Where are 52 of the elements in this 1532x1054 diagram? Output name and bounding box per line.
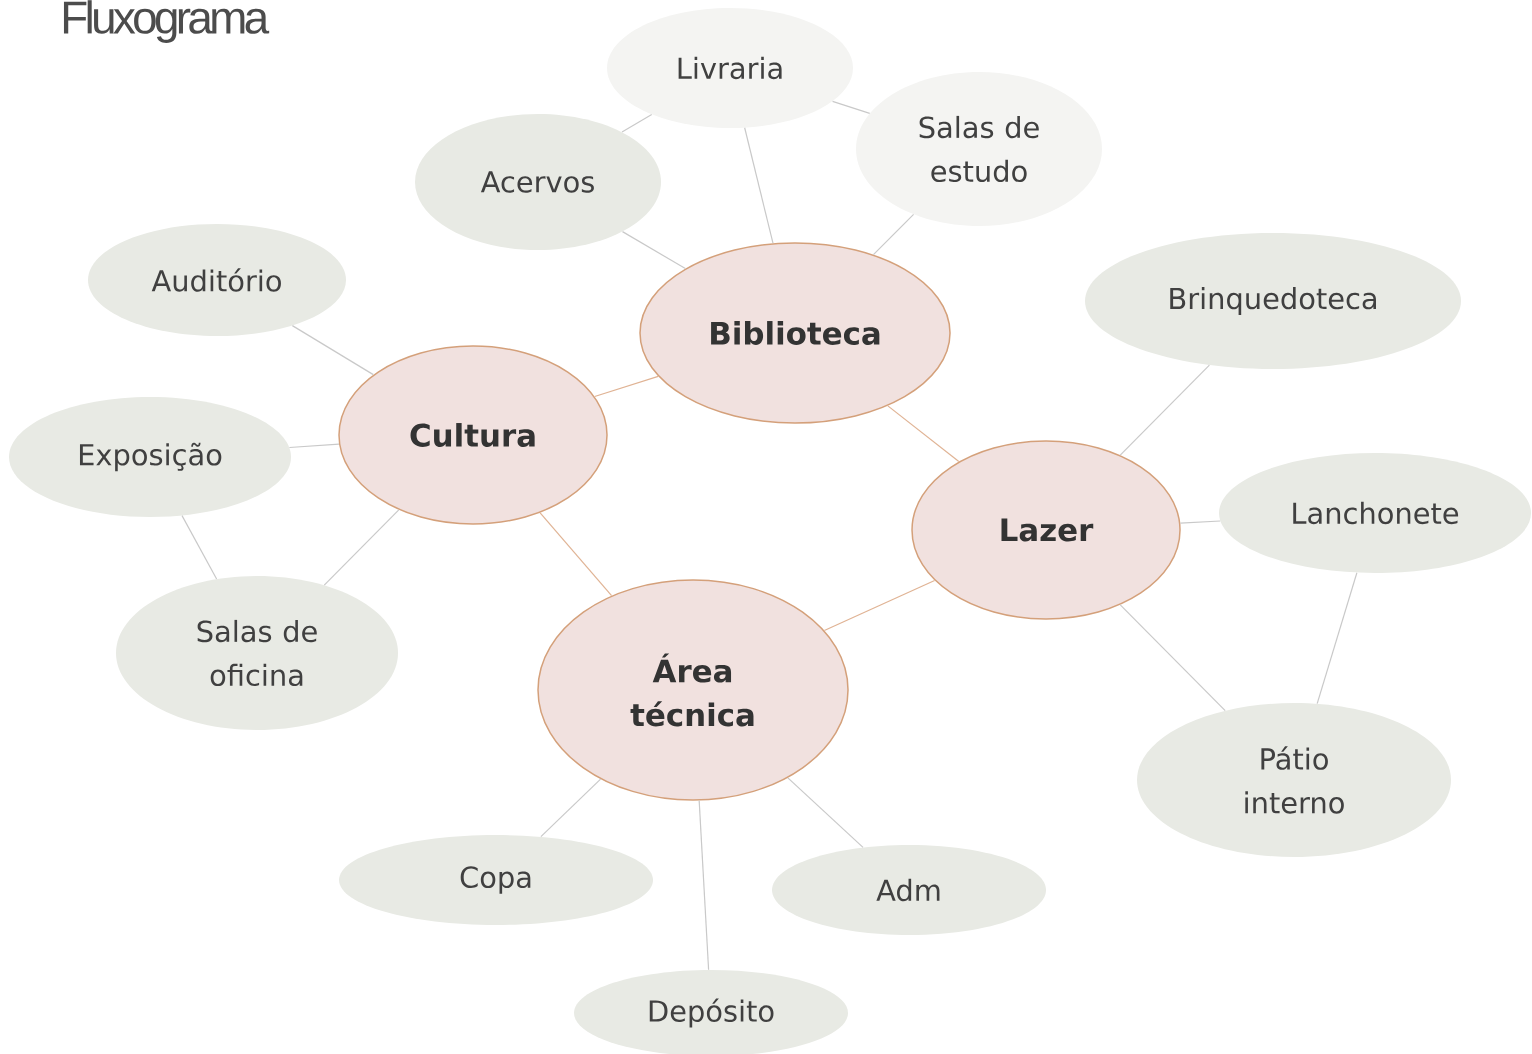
item-ellipse xyxy=(88,224,346,336)
item-ellipse xyxy=(415,114,661,250)
node-label: Adm xyxy=(876,878,940,902)
connector-line xyxy=(823,579,936,632)
topic-ellipse xyxy=(911,440,1181,620)
node-label: Salas de oficina xyxy=(197,619,317,687)
topic-ellipse xyxy=(639,242,951,424)
item-ellipse xyxy=(9,397,291,517)
connector-line xyxy=(1179,520,1221,524)
connector-line xyxy=(540,778,602,838)
node-label: Copa xyxy=(460,866,531,894)
node-label: Biblioteca xyxy=(711,321,880,345)
connector-line xyxy=(291,325,374,376)
title: Fluxograma xyxy=(63,0,270,43)
connector-line xyxy=(621,231,686,270)
topic-ellipse xyxy=(338,345,608,525)
node-label: Depósito xyxy=(649,998,774,1028)
connector-line xyxy=(539,512,613,597)
node-label: Lanchonete xyxy=(1293,501,1459,525)
item-ellipse xyxy=(339,835,653,925)
item-ellipse xyxy=(1137,703,1451,857)
connector-line xyxy=(744,127,774,244)
connector-line xyxy=(1119,364,1210,456)
connector-line xyxy=(1316,572,1358,705)
connector-line xyxy=(288,443,340,449)
connector-line xyxy=(323,509,400,586)
connector-line xyxy=(698,800,710,971)
item-ellipse xyxy=(116,576,398,730)
node-label: Cultura xyxy=(410,423,535,447)
connector-line xyxy=(887,405,960,463)
connector-line xyxy=(621,113,653,133)
node-label: Auditório xyxy=(151,268,281,292)
connector-line xyxy=(831,100,871,114)
connector-line xyxy=(594,375,659,398)
node-label: Área técnica xyxy=(630,653,754,727)
connector-line xyxy=(181,515,218,580)
item-ellipse xyxy=(772,845,1046,935)
connector-line xyxy=(872,213,915,256)
node-label: Brinquedoteca xyxy=(1170,287,1376,315)
item-ellipse xyxy=(1085,233,1461,369)
connector-line xyxy=(787,777,864,848)
node-label: Salas de estudo xyxy=(919,115,1039,183)
node-label: Pátio interno xyxy=(1245,746,1344,814)
connector-line xyxy=(1119,604,1226,712)
node-label: Livraria xyxy=(678,56,782,80)
node-label: Acervos xyxy=(480,171,594,193)
node-label: Lazer xyxy=(1001,518,1094,542)
item-ellipse xyxy=(607,8,853,128)
topic-ellipse xyxy=(537,579,849,801)
item-ellipse xyxy=(1219,453,1531,573)
item-ellipse xyxy=(856,72,1102,226)
node-label: Exposição xyxy=(79,442,222,472)
